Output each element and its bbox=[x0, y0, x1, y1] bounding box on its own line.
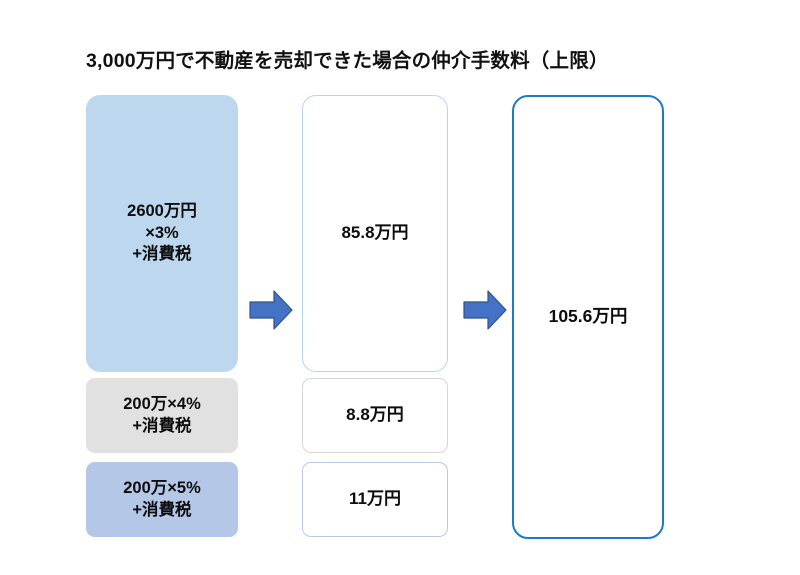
tier2-calculation-box: 200万×4% +消費税 bbox=[86, 378, 238, 453]
tier2-calculation-text: 200万×4% +消費税 bbox=[123, 394, 201, 438]
tier2-subtotal-value: 8.8万円 bbox=[346, 405, 404, 425]
tier1-subtotal-value: 85.8万円 bbox=[341, 223, 409, 243]
total-commission-value: 105.6万円 bbox=[548, 306, 628, 327]
tier3-subtotal-box: 11万円 bbox=[302, 462, 448, 537]
tier3-calculation-box: 200万×5% +消費税 bbox=[86, 462, 238, 537]
tier1-subtotal-box: 85.8万円 bbox=[302, 95, 448, 372]
tier2-line2: +消費税 bbox=[132, 416, 192, 435]
tier2-line1: 200万×4% bbox=[123, 394, 201, 413]
tier1-line1: 2600万円 bbox=[127, 201, 197, 220]
right-arrow-icon bbox=[462, 288, 508, 332]
tier1-calculation-text: 2600万円 ×3% +消費税 bbox=[127, 201, 197, 266]
right-arrow-icon bbox=[248, 288, 294, 332]
tier1-line3: +消費税 bbox=[132, 245, 192, 264]
tier3-subtotal-value: 11万円 bbox=[349, 489, 401, 509]
tier3-line1: 200万×5% bbox=[123, 478, 201, 497]
tier3-line2: +消費税 bbox=[132, 500, 192, 519]
page-title: 3,000万円で不動産を売却できた場合の仲介手数料（上限） bbox=[86, 50, 609, 72]
total-commission-box: 105.6万円 bbox=[512, 95, 664, 539]
tier1-line2: ×3% bbox=[145, 223, 179, 242]
tier3-calculation-text: 200万×5% +消費税 bbox=[123, 478, 201, 522]
tier2-subtotal-box: 8.8万円 bbox=[302, 378, 448, 453]
tier1-calculation-box: 2600万円 ×3% +消費税 bbox=[86, 95, 238, 372]
